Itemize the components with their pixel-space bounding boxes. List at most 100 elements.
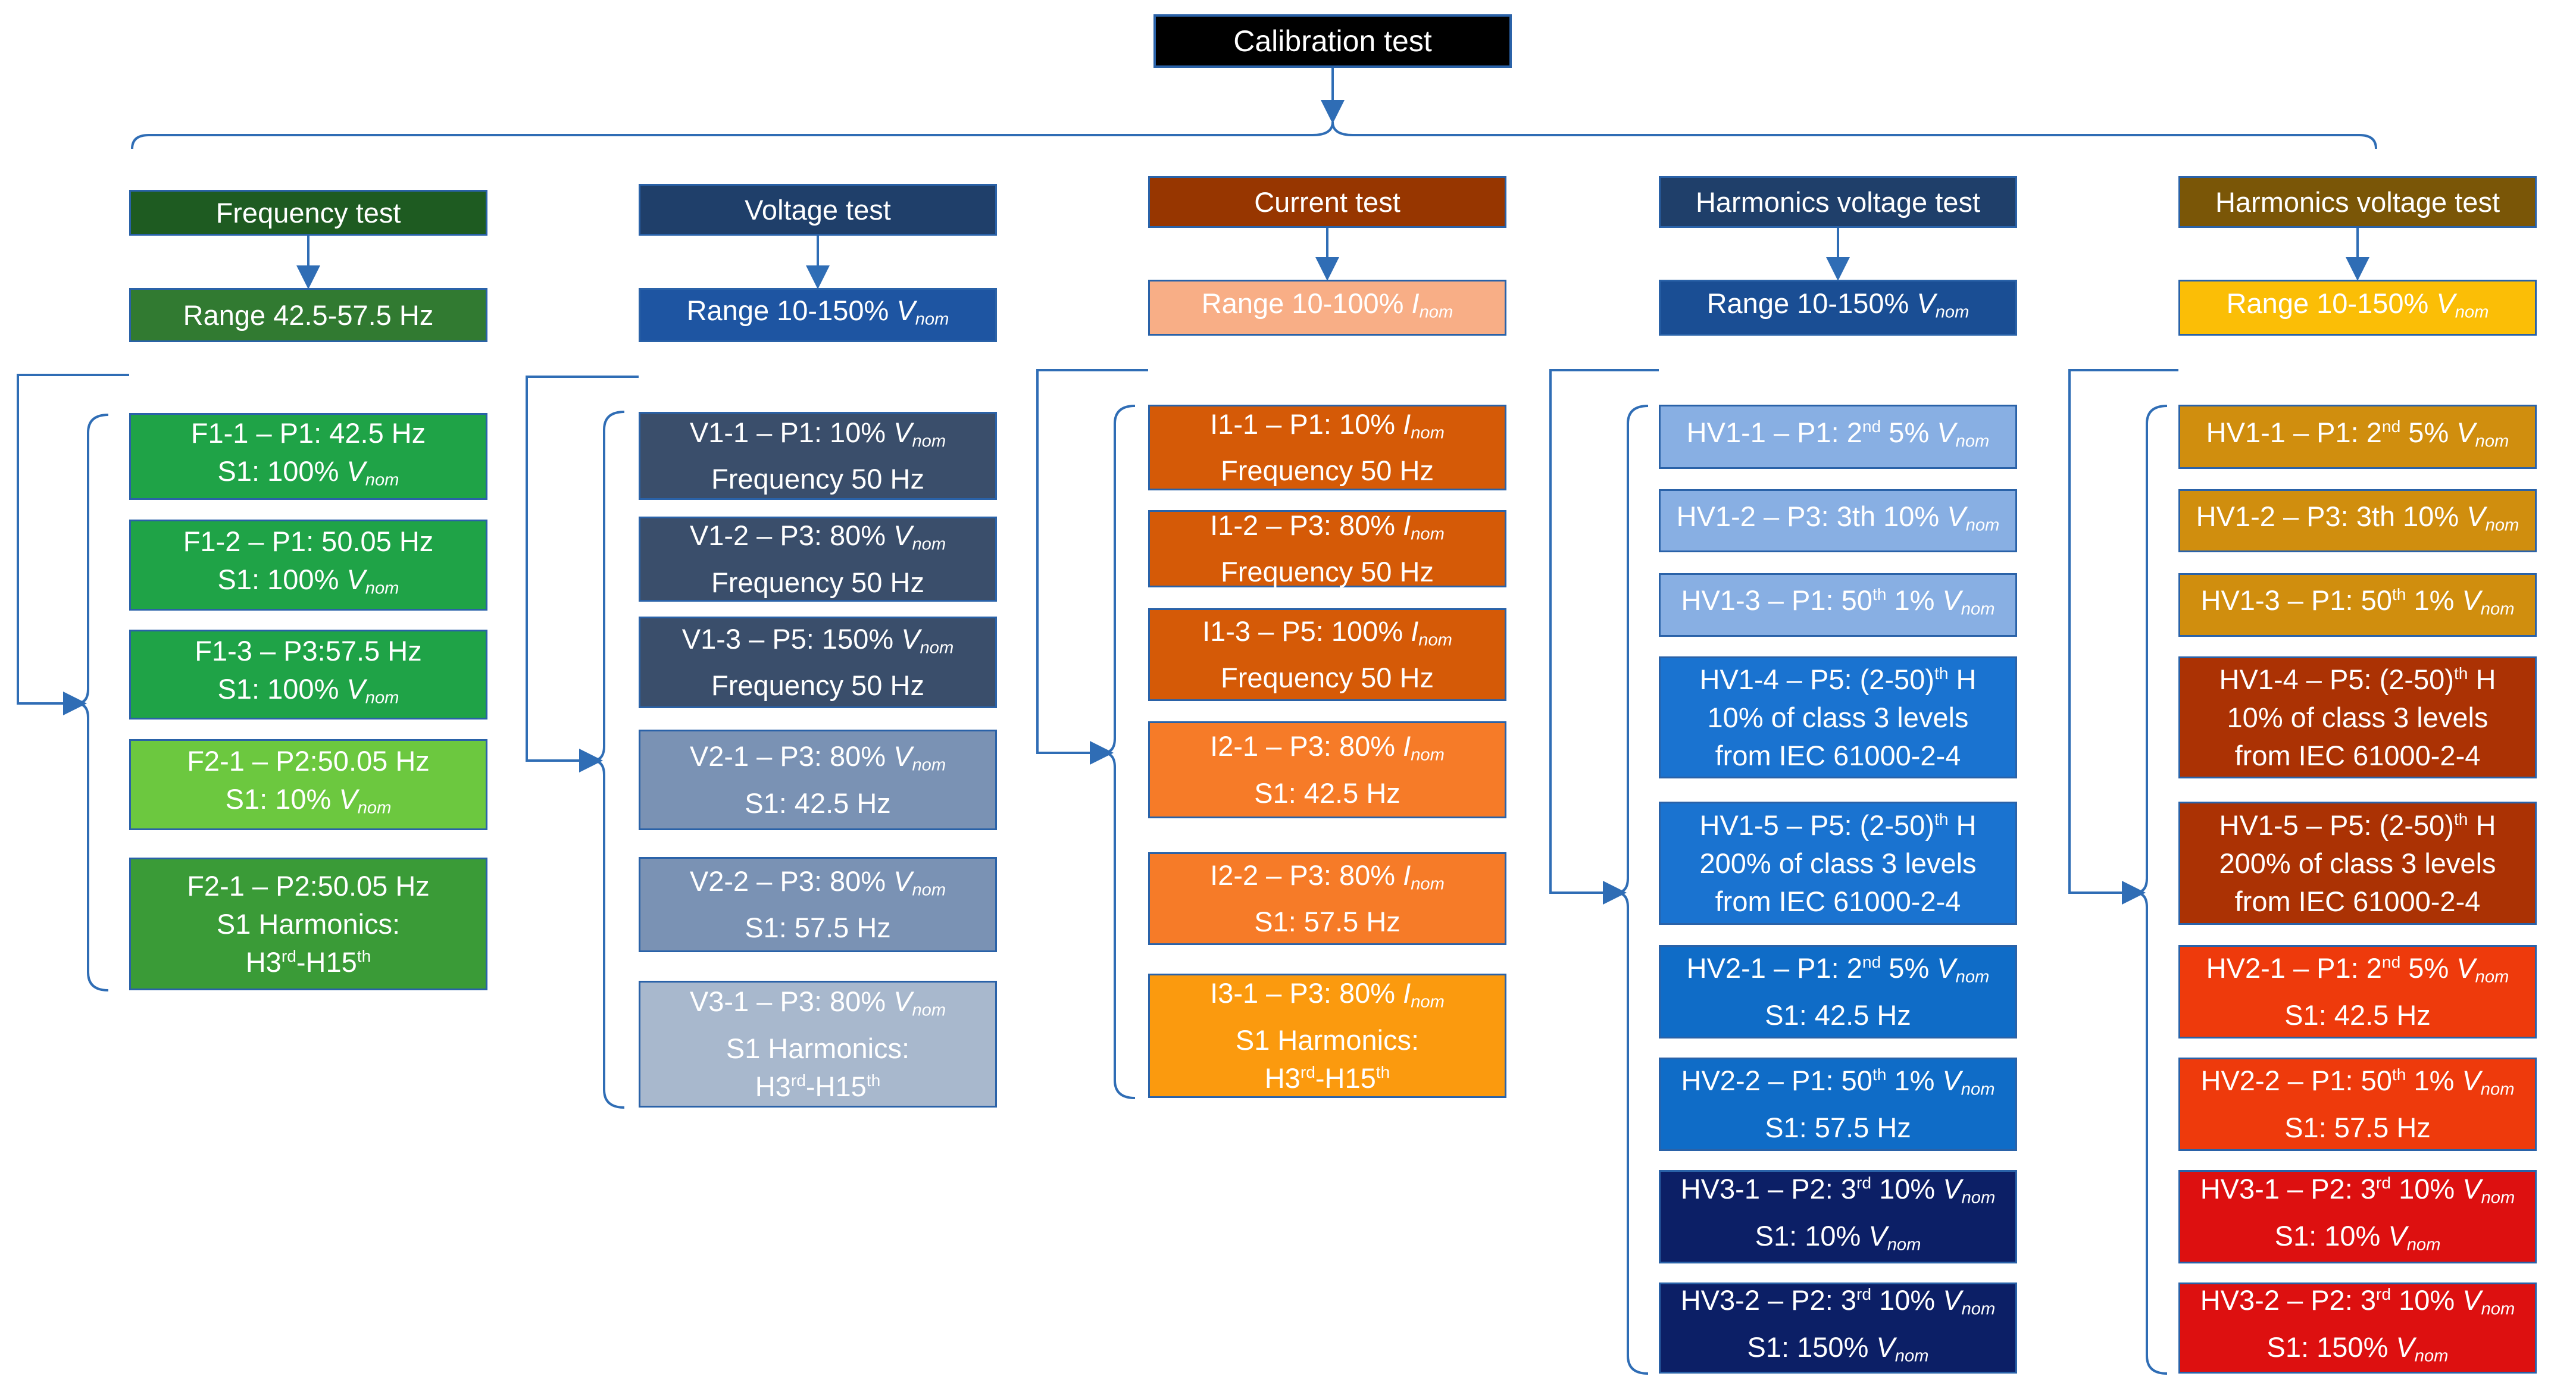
- test-case-box: HV1-2 – P3: 3th 10% Vnom: [2178, 489, 2537, 552]
- test-case-line: HV1-1 – P1: 2nd 5% Vnom: [2206, 416, 2509, 451]
- root-node: Calibration test: [1153, 14, 1512, 68]
- test-case-line: V3-1 – P3: 80% Vnom: [689, 986, 946, 1020]
- column-header-1: Voltage test: [639, 184, 997, 236]
- range-box-1: Range 10-150% Vnom: [639, 288, 997, 342]
- test-case-line: S1: 42.5 Hz: [745, 787, 891, 819]
- test-case-line: S1: 42.5 Hz: [1765, 999, 1911, 1031]
- test-case-line: HV1-1 – P1: 2nd 5% Vnom: [1686, 416, 1990, 451]
- test-case-line: from IEC 61000-2-4: [1715, 739, 1961, 771]
- test-case-line: HV1-5 – P5: (2-50)th H: [2219, 809, 2496, 841]
- test-case-line: HV1-4 – P5: (2-50)th H: [1699, 663, 1977, 695]
- test-case-line: H3rd-H15th: [245, 946, 371, 978]
- test-case-line: S1: 57.5 Hz: [1254, 906, 1400, 938]
- range-to-group-line: [2068, 369, 2178, 905]
- column-header-label: Frequency test: [215, 196, 401, 229]
- test-case-line: F1-2 – P1: 50.05 Hz: [183, 525, 434, 558]
- column-header-0: Frequency test: [129, 190, 487, 236]
- test-case-box: HV1-5 – P5: (2-50)th H 200% of class 3 le…: [2178, 802, 2537, 925]
- test-case-line: 10% of class 3 levels: [2227, 701, 2489, 733]
- test-case-line: F1-1 – P1: 42.5 Hz: [190, 417, 426, 449]
- test-case-line: 200% of class 3 levels: [1699, 847, 1977, 879]
- column-header-label: Harmonics voltage test: [2215, 186, 2500, 218]
- test-case-line: HV2-1 – P1: 2nd 5% Vnom: [2206, 952, 2509, 987]
- range-label: Range 42.5-57.5 Hz: [183, 299, 434, 331]
- test-case-line: S1: 42.5 Hz: [2284, 999, 2431, 1031]
- test-case-line: I2-1 – P3: 80% Inom: [1210, 730, 1445, 765]
- test-case-line: I1-2 – P3: 80% Inom: [1210, 509, 1445, 544]
- test-case-line: F2-1 – P2:50.05 Hz: [187, 745, 430, 777]
- test-case-line: HV2-1 – P1: 2nd 5% Vnom: [1686, 952, 1990, 987]
- test-case-box: HV1-1 – P1: 2nd 5% Vnom: [2178, 405, 2537, 469]
- range-to-group-line: [526, 376, 639, 772]
- test-case-line: S1 Harmonics:: [726, 1032, 910, 1064]
- test-case-line: 200% of class 3 levels: [2219, 847, 2496, 879]
- test-case-line: HV3-2 – P2: 3rd 10% Vnom: [2200, 1284, 2515, 1319]
- test-case-line: from IEC 61000-2-4: [2234, 739, 2481, 771]
- test-case-box: HV1-4 – P5: (2-50)th H 10% of class 3 lev…: [1659, 656, 2017, 778]
- test-case-line: HV3-2 – P2: 3rd 10% Vnom: [1680, 1284, 1996, 1319]
- test-case-line: Frequency 50 Hz: [711, 566, 924, 598]
- test-case-line: Frequency 50 Hz: [1221, 662, 1434, 694]
- test-case-line: HV2-2 – P1: 50th 1% Vnom: [1681, 1065, 1995, 1099]
- test-case-line: S1: 150% Vnom: [1747, 1331, 1929, 1365]
- test-case-line: HV2-2 – P1: 50th 1% Vnom: [2200, 1065, 2515, 1099]
- test-case-box: HV1-2 – P3: 3th 10% Vnom: [1659, 489, 2017, 552]
- test-case-line: S1: 57.5 Hz: [1765, 1111, 1911, 1143]
- test-case-line: S1 Harmonics:: [1235, 1024, 1420, 1056]
- test-case-line: S1: 150% Vnom: [2266, 1331, 2449, 1365]
- range-box-2: Range 10-100% Inom: [1148, 280, 1506, 336]
- range-box-4: Range 10-150% Vnom: [2178, 280, 2537, 336]
- root-brace-line: [131, 121, 2377, 149]
- test-case-line: HV1-4 – P5: (2-50)th H: [2219, 663, 2496, 695]
- test-case-box: V3-1 – P3: 80% Vnom S1 Harmonics: H3rd-H15…: [639, 981, 997, 1108]
- test-case-line: V1-1 – P1: 10% Vnom: [689, 416, 946, 451]
- column-header-2: Current test: [1148, 176, 1506, 228]
- column-header-label: Current test: [1254, 186, 1400, 218]
- test-case-line: S1: 42.5 Hz: [1254, 777, 1400, 809]
- test-case-line: 10% of class 3 levels: [1707, 701, 1969, 733]
- test-case-line: I2-2 – P3: 80% Inom: [1210, 859, 1445, 894]
- test-case-line: Frequency 50 Hz: [711, 463, 924, 495]
- range-box-0: Range 42.5-57.5 Hz: [129, 288, 487, 342]
- column-header-4: Harmonics voltage test: [2178, 176, 2537, 228]
- test-case-line: V2-1 – P3: 80% Vnom: [689, 740, 946, 775]
- group-brace-line: [592, 411, 625, 1109]
- range-label: Range 10-150% Vnom: [1706, 287, 1969, 322]
- test-case-line: V2-2 – P3: 80% Vnom: [689, 865, 946, 900]
- test-case-line: Frequency 50 Hz: [1221, 455, 1434, 487]
- test-case-line: HV1-3 – P1: 50th 1% Vnom: [2200, 584, 2515, 619]
- test-case-line: H3rd-H15th: [755, 1070, 881, 1102]
- column-header-label: Voltage test: [745, 193, 891, 226]
- test-case-line: H3rd-H15th: [1264, 1062, 1390, 1094]
- test-case-line: F2-1 – P2:50.05 Hz: [187, 869, 430, 902]
- test-case-line: from IEC 61000-2-4: [1715, 885, 1961, 917]
- test-case-line: I1-3 – P5: 100% Inom: [1202, 615, 1452, 650]
- test-case-line: S1 Harmonics:: [216, 908, 401, 940]
- test-case-box: HV1-4 – P5: (2-50)th H 10% of class 3 lev…: [2178, 656, 2537, 778]
- test-case-line: S1: 57.5 Hz: [2284, 1111, 2431, 1143]
- test-case-line: from IEC 61000-2-4: [2234, 885, 2481, 917]
- range-label: Range 10-150% Vnom: [2226, 287, 2489, 322]
- test-case-box: HV1-3 – P1: 50th 1% Vnom: [1659, 573, 2017, 637]
- range-to-group-line: [17, 374, 129, 715]
- range-to-group-line: [1036, 369, 1148, 765]
